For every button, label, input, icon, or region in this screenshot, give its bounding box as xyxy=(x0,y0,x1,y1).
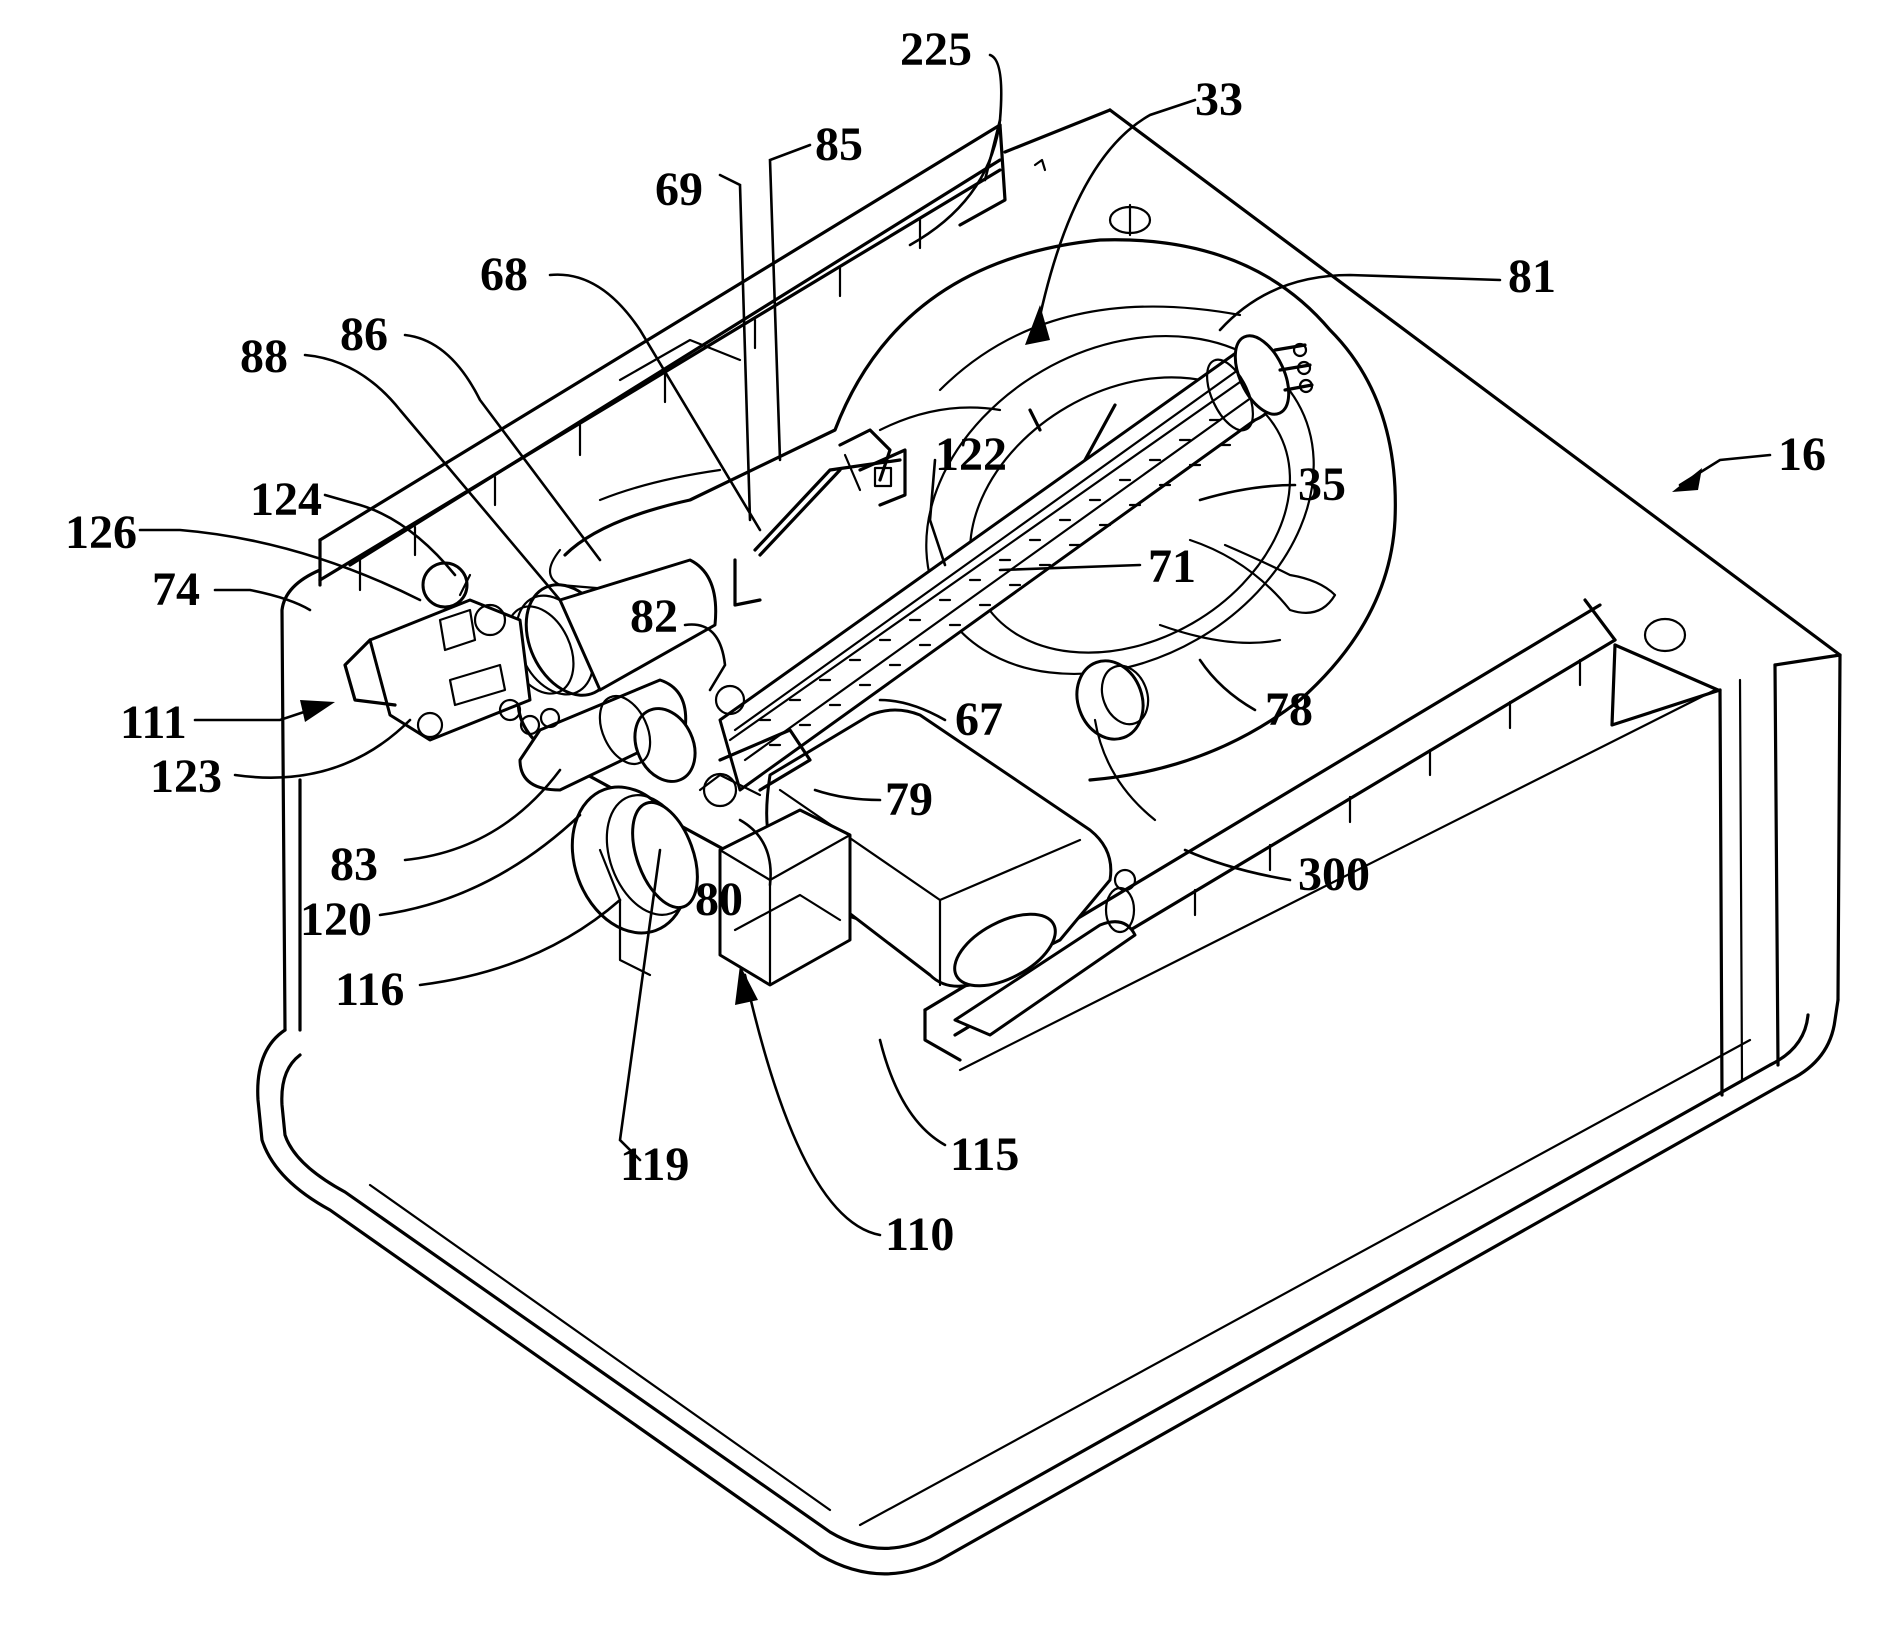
label-126: 126 xyxy=(65,506,137,559)
label-120: 120 xyxy=(300,893,372,946)
bracket-assembly xyxy=(620,340,905,605)
label-33: 33 xyxy=(1195,73,1243,126)
label-122: 122 xyxy=(935,428,1007,481)
label-74: 74 xyxy=(152,563,200,616)
right-wheel xyxy=(1066,651,1156,820)
label-300: 300 xyxy=(1298,848,1370,901)
label-88: 88 xyxy=(240,330,288,383)
label-78: 78 xyxy=(1265,683,1313,736)
label-82: 82 xyxy=(630,590,678,643)
label-116: 116 xyxy=(335,963,404,1016)
label-85: 85 xyxy=(815,118,863,171)
label-35: 35 xyxy=(1298,458,1346,511)
label-86: 86 xyxy=(340,308,388,361)
label-80: 80 xyxy=(695,873,743,926)
label-123: 123 xyxy=(150,750,222,803)
label-83: 83 xyxy=(330,838,378,891)
label-111: 111 xyxy=(120,696,187,749)
label-16: 16 xyxy=(1778,428,1826,481)
label-81: 81 xyxy=(1508,250,1556,303)
label-67: 67 xyxy=(955,693,1003,746)
label-110: 110 xyxy=(885,1208,954,1261)
label-124: 124 xyxy=(250,473,322,526)
label-79: 79 xyxy=(885,773,933,826)
lower-shaft xyxy=(520,680,706,791)
spray-bar xyxy=(716,328,1312,790)
label-68: 68 xyxy=(480,248,528,301)
label-119: 119 xyxy=(620,1138,689,1191)
label-225: 225 xyxy=(900,23,972,76)
label-69: 69 xyxy=(655,163,703,216)
label-115: 115 xyxy=(950,1128,1019,1181)
label-71: 71 xyxy=(1148,540,1196,593)
